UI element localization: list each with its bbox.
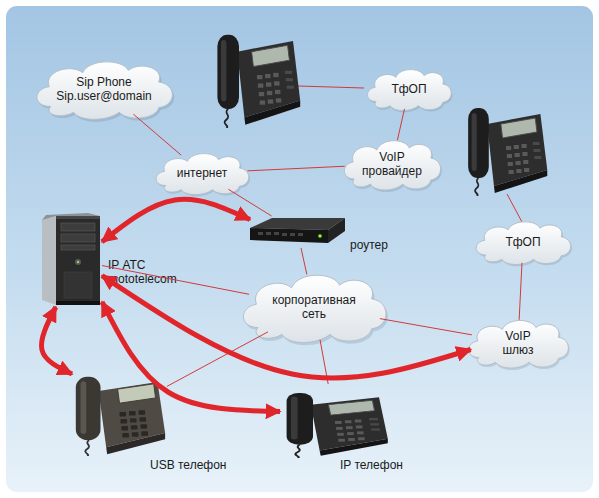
cloud-shape <box>476 222 570 265</box>
desk-phone <box>468 108 547 196</box>
network-cloud: ТфОП <box>362 64 456 114</box>
node-label: VoIP шлюз <box>493 329 543 357</box>
node-label: USB телефон <box>150 458 227 472</box>
device-illustration <box>280 384 390 458</box>
node-label: роутер <box>350 238 388 252</box>
ip-phone: IP телефон <box>280 384 390 458</box>
call-flow-arrow <box>102 199 250 241</box>
usb-phone: USB телефон <box>72 368 167 456</box>
router-device: роутер <box>250 216 345 248</box>
cloud-shape <box>368 70 452 111</box>
network-link <box>247 166 344 171</box>
network-cloud: Sip Phone Sip.user@domain <box>28 54 180 124</box>
node-label: IP телефон <box>340 458 403 472</box>
node-label: ТфОП <box>505 235 540 249</box>
network-cloud: ТфОП <box>470 216 576 268</box>
device-image <box>287 393 388 458</box>
device-illustration <box>250 216 345 248</box>
network-link <box>320 340 328 384</box>
device-image <box>42 213 100 305</box>
node-label: интернет <box>177 166 227 180</box>
cloud-shape <box>156 154 249 195</box>
cloud-shape <box>344 141 440 190</box>
network-link <box>519 263 522 320</box>
node-label: Sip Phone Sip.user@domain <box>54 75 154 103</box>
network-link <box>301 248 307 274</box>
phone-wire <box>298 86 364 88</box>
node-label: VoIP провайдер <box>357 150 427 178</box>
phone-wire <box>507 194 522 222</box>
network-cloud: интернет <box>150 148 254 198</box>
call-flow-arrow <box>41 307 72 374</box>
cloud-shape <box>469 321 569 369</box>
device-illustration <box>72 368 167 456</box>
background-frame <box>3 3 596 495</box>
node-label: корпоративная сеть <box>262 293 366 321</box>
device-illustration <box>40 212 102 307</box>
network-link <box>397 109 404 140</box>
call-flow-arrow <box>102 276 471 378</box>
desk-phone <box>217 35 300 128</box>
cloud-shape <box>37 62 172 119</box>
network-link <box>167 332 268 387</box>
network-link <box>380 319 472 335</box>
device-image <box>250 218 345 243</box>
node-label: IP АТС mototelecom <box>108 258 188 286</box>
device-image <box>76 377 165 456</box>
node-label: ТфОП <box>391 82 426 96</box>
network-cloud: VoIP шлюз <box>462 314 574 372</box>
cloud-shape <box>243 275 386 342</box>
ip-pbx-computer: IP АТС mototelecom <box>40 212 102 307</box>
network-cloud: корпоративная сеть <box>234 266 394 348</box>
network-cloud: VoIP провайдер <box>338 134 446 194</box>
